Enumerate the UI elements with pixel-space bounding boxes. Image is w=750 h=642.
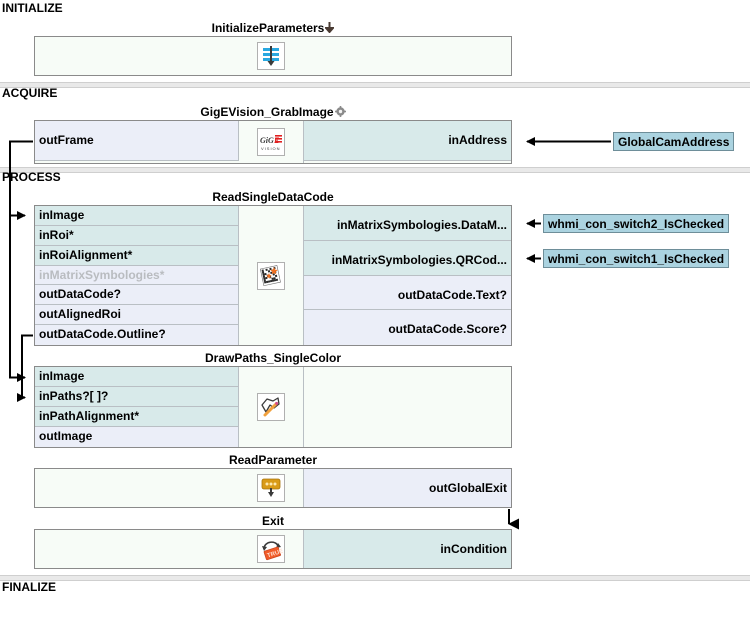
port-inmatrixsymbologies-datamatrix[interactable]: inMatrixSymbologies.DataM... xyxy=(303,206,511,241)
step-title-read-single-data-code: ReadSingleDataCode xyxy=(212,190,334,204)
initialize-parameters-icon xyxy=(257,42,285,70)
step-icon-slot xyxy=(239,206,303,345)
port-inimage[interactable]: inImage xyxy=(35,206,239,226)
down-arrow-badge-icon xyxy=(324,21,336,36)
step-left-ports: outFrame xyxy=(35,121,239,163)
step-read-parameter[interactable]: outGlobalExit xyxy=(34,468,512,508)
section-label-initialize: INITIALIZE xyxy=(2,1,63,15)
step-right-ports: outGlobalExit xyxy=(303,469,511,507)
section-label-process: PROCESS xyxy=(2,170,61,184)
data-matrix-icon xyxy=(257,261,285,290)
port-inroialignment[interactable]: inRoiAlignment* xyxy=(35,245,239,266)
port-inmatrixsymbologies[interactable]: inMatrixSymbologies* xyxy=(35,265,239,286)
svg-text:VISION: VISION xyxy=(261,146,281,151)
port-inimage[interactable]: inImage xyxy=(35,367,239,387)
step-right-ports xyxy=(303,367,511,447)
wire-outline-to-inpaths xyxy=(17,334,33,402)
section-label-finalize: FINALIZE xyxy=(2,580,56,594)
global-variable-whmi-con-switch2-ischecked[interactable]: whmi_con_switch2_IsChecked xyxy=(543,214,730,233)
step-icon-slot: TRUE xyxy=(239,530,303,568)
port-outimage[interactable]: outImage xyxy=(35,427,239,447)
port-inaddress[interactable]: inAddress xyxy=(303,121,511,161)
step-title-read-parameter: ReadParameter xyxy=(228,453,318,467)
step-icon-slot xyxy=(239,469,303,507)
step-left-ports xyxy=(35,37,239,75)
port-outdatacode[interactable]: outDataCode? xyxy=(35,285,239,306)
exit-true-icon: TRUE xyxy=(257,535,285,563)
gear-badge-icon xyxy=(334,105,346,120)
svg-text:E: E xyxy=(273,136,279,145)
step-title-gige-grab-image: GigEVision_GrabImage xyxy=(34,105,512,120)
step-read-single-data-code[interactable]: inImage inRoi* inRoiAlignment* inMatrixS… xyxy=(34,205,512,346)
step-right-ports xyxy=(303,37,511,75)
port-inmatrixsymbologies-qrcode[interactable]: inMatrixSymbologies.QRCod... xyxy=(303,240,511,276)
step-title-initialize-parameters: InitializeParameters xyxy=(34,21,512,36)
port-incondition[interactable]: inCondition xyxy=(303,530,511,568)
step-title-text: InitializeParameters xyxy=(211,21,325,35)
step-draw-paths-single-color[interactable]: inImage inPaths?[ ]? inPathAlignment* ou… xyxy=(34,366,512,448)
step-right-ports: inCondition xyxy=(303,530,511,568)
step-icon-slot: GiG E VISION xyxy=(239,121,303,163)
read-parameter-icon xyxy=(257,474,285,502)
gige-vision-icon: GiG E VISION xyxy=(257,128,285,156)
step-initialize-parameters[interactable] xyxy=(34,36,512,76)
section-band-finalize xyxy=(0,575,750,581)
step-exit[interactable]: TRUE inCondition xyxy=(34,529,512,569)
svg-text:TRUE: TRUE xyxy=(267,549,283,560)
step-title-exit: Exit xyxy=(261,514,284,528)
port-outdatacode-score[interactable]: outDataCode.Score? xyxy=(303,310,511,345)
global-variable-whmi-con-switch1-ischecked[interactable]: whmi_con_switch1_IsChecked xyxy=(543,249,730,268)
global-variable-globalcamaddress[interactable]: GlobalCamAddress xyxy=(613,132,735,151)
step-title-draw-paths-single-color: DrawPaths_SingleColor xyxy=(204,351,342,365)
step-left-ports: inImage inPaths?[ ]? inPathAlignment* ou… xyxy=(35,367,239,447)
step-left-ports xyxy=(35,469,239,507)
section-band-process xyxy=(0,167,750,173)
step-title-text: GigEVision_GrabImage xyxy=(200,105,334,119)
port-inroi[interactable]: inRoi* xyxy=(35,225,239,246)
step-icon-slot xyxy=(239,367,303,447)
section-band-acquire xyxy=(0,82,750,88)
draw-paths-icon xyxy=(257,393,285,421)
port-inpathalignment[interactable]: inPathAlignment* xyxy=(35,407,239,427)
step-gige-grab-image[interactable]: outFrame GiG E VISION inAddress xyxy=(34,120,512,164)
step-right-ports: inAddress xyxy=(303,121,511,163)
port-outalignedroi[interactable]: outAlignedRoi xyxy=(35,305,239,326)
port-outglobalexit[interactable]: outGlobalExit xyxy=(303,469,511,507)
port-outdatacode-outline[interactable]: outDataCode.Outline? xyxy=(35,325,239,345)
step-right-ports: inMatrixSymbologies.DataM... inMatrixSym… xyxy=(303,206,511,345)
port-inpaths[interactable]: inPaths?[ ]? xyxy=(35,387,239,407)
step-icon-slot xyxy=(239,37,303,75)
step-left-ports xyxy=(35,530,239,568)
port-outframe[interactable]: outFrame xyxy=(35,121,239,161)
section-label-acquire: ACQUIRE xyxy=(2,86,58,100)
port-outdatacode-text[interactable]: outDataCode.Text? xyxy=(303,275,511,311)
svg-text:GiG: GiG xyxy=(260,136,274,145)
step-left-ports: inImage inRoi* inRoiAlignment* inMatrixS… xyxy=(35,206,239,345)
